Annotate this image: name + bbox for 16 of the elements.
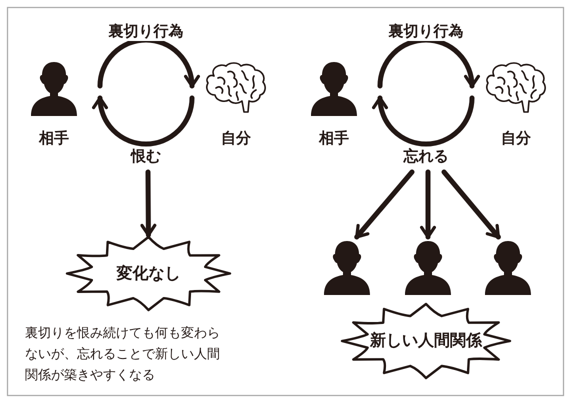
arrow bbox=[92, 96, 194, 146]
arrow bbox=[420, 170, 436, 240]
node-label: 相手 bbox=[318, 130, 350, 148]
edge-label: 裏切り行為 bbox=[386, 23, 466, 41]
node-label: 相手 bbox=[38, 130, 70, 148]
arrow bbox=[140, 170, 156, 238]
arrow bbox=[354, 170, 414, 240]
node-label: 自分 bbox=[220, 130, 252, 148]
note-text: 裏切りを恨み続けても何も変わらないが、忘れることで新しい人間関係が築きやすくなる bbox=[25, 324, 221, 384]
node-label: 変化なし bbox=[116, 264, 180, 284]
edge-label: 裏切り行為 bbox=[106, 23, 186, 41]
node-label: 新しい人間関係 bbox=[370, 330, 482, 352]
arrow bbox=[442, 170, 501, 240]
edge-label: 恨む bbox=[129, 148, 163, 166]
node-label: 自分 bbox=[500, 130, 532, 148]
arrow bbox=[372, 96, 474, 146]
